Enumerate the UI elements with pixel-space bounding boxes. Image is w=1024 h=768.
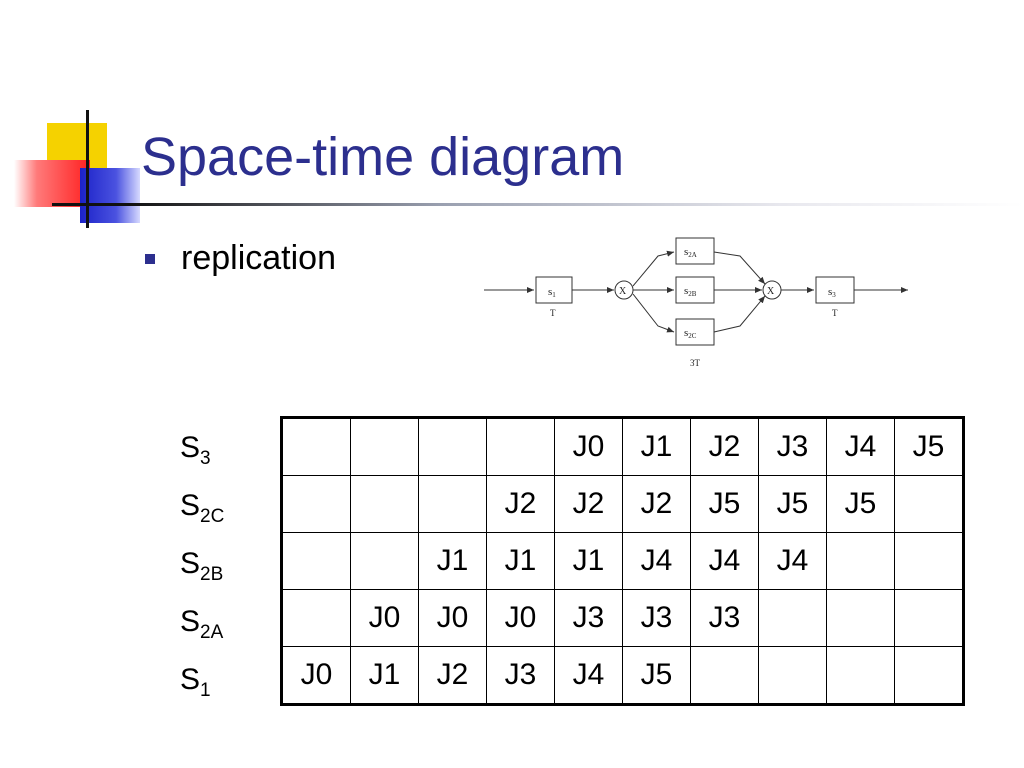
table-cell (826, 646, 895, 705)
table-cell (350, 532, 419, 590)
table-cell: J5 (894, 417, 964, 476)
table-cell (486, 417, 555, 476)
table-cell: J2 (622, 475, 691, 533)
logo-red-square (14, 160, 90, 207)
group-time: 3T (690, 358, 701, 368)
stage-s1-box (535, 276, 573, 304)
table-cell: J4 (554, 646, 623, 705)
stage-s2a-box (675, 237, 715, 265)
table-cell: J1 (554, 532, 623, 590)
table-row: J1 J1 J1 J4 J4 J4 (281, 532, 964, 590)
stage-s2a-label: s2A (684, 246, 697, 259)
table-cell: J0 (350, 589, 419, 647)
switch-right-label: X (767, 286, 775, 297)
table-cell (758, 589, 827, 647)
table-cell: J4 (622, 532, 691, 590)
table-row: J2 J2 J2 J5 J5 J5 (281, 475, 964, 533)
table-cell: J0 (281, 646, 351, 705)
table-cell (281, 532, 351, 590)
table-cell (281, 589, 351, 647)
switch-left-label: X (619, 286, 627, 297)
space-time-table: J0 J1 J2 J3 J4 J5 J2 J2 J2 J5 J5 J5 J1 J… (280, 416, 965, 706)
table-cell: J0 (418, 589, 487, 647)
table-cell (690, 646, 759, 705)
stage-s3-label: s3 (828, 286, 836, 299)
logo-blue-square (80, 168, 140, 223)
row-label-s1: S1 (180, 663, 211, 701)
replication-diagram: s1 T s2A s2B s2C 3T X X s3 T (478, 230, 918, 385)
table-cell (418, 417, 487, 476)
table-cell: J1 (350, 646, 419, 705)
stage-s3-time: T (832, 308, 838, 318)
table-cell: J2 (690, 417, 759, 476)
row-label-s2b: S2B (180, 547, 224, 585)
table-cell: J4 (826, 417, 895, 476)
table-cell: J5 (758, 475, 827, 533)
table-row: J0 J0 J0 J3 J3 J3 (281, 589, 964, 647)
table-cell (758, 646, 827, 705)
table-cell: J2 (418, 646, 487, 705)
table-cell: J5 (826, 475, 895, 533)
table-cell (350, 417, 419, 476)
stage-s3-box (815, 276, 855, 304)
bullet-square-icon (145, 254, 155, 264)
table-cell: J0 (486, 589, 555, 647)
slide-logo (0, 0, 140, 240)
table-cell: J4 (690, 532, 759, 590)
table-cell: J1 (486, 532, 555, 590)
row-label-s2c: S2C (180, 489, 225, 527)
table-cell (281, 417, 351, 476)
table-cell: J1 (418, 532, 487, 590)
table-cell (418, 475, 487, 533)
table-cell (826, 589, 895, 647)
table-cell (894, 589, 964, 647)
logo-vertical-line (86, 110, 89, 228)
table-cell: J3 (690, 589, 759, 647)
title-rule (52, 203, 1024, 206)
table-cell: J2 (486, 475, 555, 533)
table-cell: J3 (486, 646, 555, 705)
stage-s1-label: s1 (548, 286, 556, 299)
table-cell (894, 646, 964, 705)
row-label-s2a: S2A (180, 605, 224, 643)
table-row: J0 J1 J2 J3 J4 J5 (281, 417, 964, 476)
table-cell: J5 (622, 646, 691, 705)
slide-title: Space-time diagram (141, 127, 625, 187)
table-cell: J5 (690, 475, 759, 533)
table-cell: J2 (554, 475, 623, 533)
table-cell: J1 (622, 417, 691, 476)
table-cell: J4 (758, 532, 827, 590)
table-cell (281, 475, 351, 533)
table-cell (894, 475, 964, 533)
stage-s1-time: T (550, 308, 556, 318)
table-cell: J3 (758, 417, 827, 476)
table-cell: J3 (554, 589, 623, 647)
table-cell (826, 532, 895, 590)
table-cell: J0 (554, 417, 623, 476)
table-cell (894, 532, 964, 590)
stage-s2c-label: s2C (684, 327, 697, 340)
table-cell: J3 (622, 589, 691, 647)
table-row: J0 J1 J2 J3 J4 J5 (281, 646, 964, 705)
bullet-text: replication (181, 239, 336, 277)
stage-s2b-label: s2B (684, 285, 697, 298)
table-cell (350, 475, 419, 533)
row-label-s3: S3 (180, 431, 211, 469)
